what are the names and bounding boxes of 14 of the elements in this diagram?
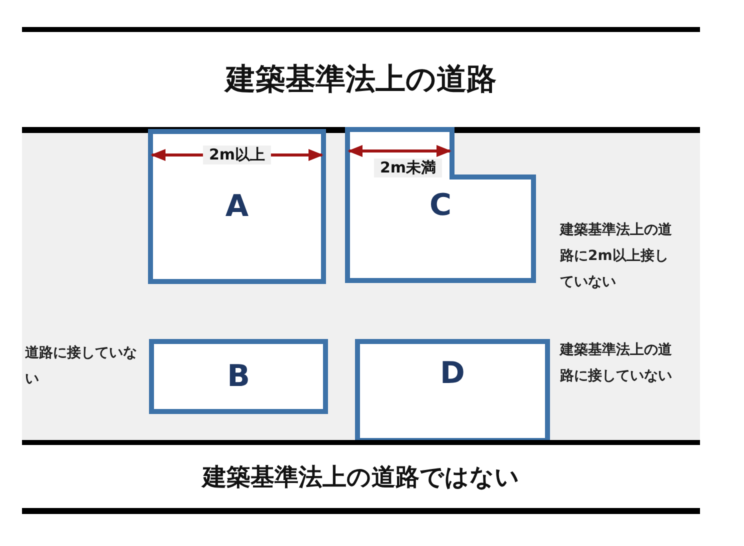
side-note: 建築基準法上の道路に2m以上接していない	[560, 221, 672, 292]
dimension-label: 2m以上	[202, 146, 272, 164]
road-label: 建築基準法上の道路	[226, 61, 496, 99]
lot-shape	[148, 129, 326, 284]
lot-label: D	[440, 356, 465, 390]
lot-label: B	[227, 359, 250, 394]
side-note: 道路に接していない	[25, 344, 137, 389]
lot-shape	[355, 339, 550, 443]
lot-shape	[149, 339, 328, 414]
lot-label: C	[429, 188, 452, 222]
road-label: 建築基準法上の道路ではない	[202, 462, 520, 492]
lot-label: A	[225, 189, 249, 224]
side-note: 建築基準法上の道路に接していない	[560, 341, 672, 386]
dimension-label: 2m未満	[374, 158, 442, 178]
